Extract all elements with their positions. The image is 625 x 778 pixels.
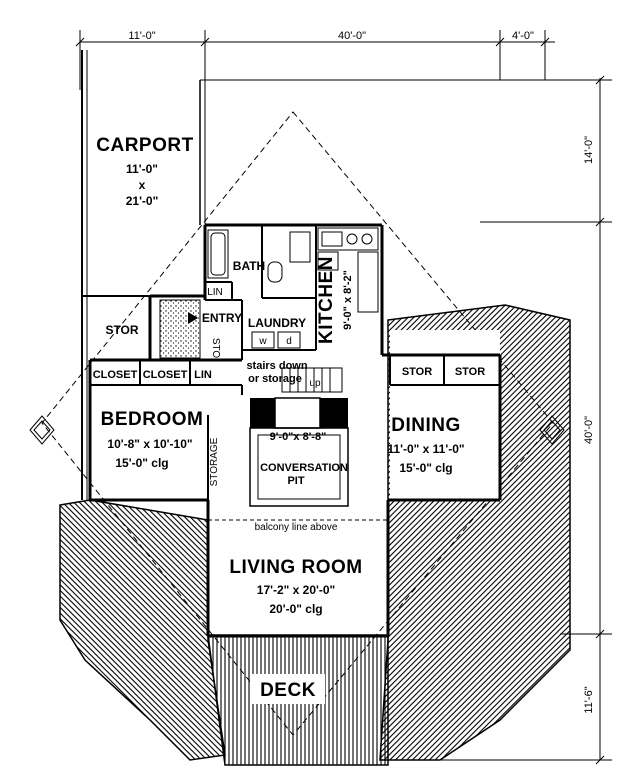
- living-room-size: 17'-2" x 20'-0": [257, 583, 335, 597]
- deck-ornament-right: [539, 415, 565, 445]
- living-room-clg: 20'-0" clg: [269, 602, 322, 616]
- sto-small-label: STO: [210, 338, 221, 359]
- deck-left-wing: [59, 499, 226, 761]
- dim-top-mid: 40'-0": [338, 30, 366, 42]
- entry-floor-stipple: [159, 299, 201, 359]
- bedroom-name: BEDROOM: [101, 409, 204, 430]
- lin-top-label: LIN: [207, 287, 223, 298]
- entry-arrow-icon: [188, 312, 198, 324]
- dim-right-mid: 40'-0": [583, 416, 595, 444]
- storage-label: STORAGE: [209, 437, 220, 486]
- laundry-name: LAUNDRY: [248, 316, 306, 330]
- carport-length: 21'-0": [126, 194, 159, 208]
- conversation-name: CONVERSATION: [260, 462, 348, 474]
- dimension-labels: 11'-0" 40'-0" 4'-0" 14'-0" 40'-0" 11'-6": [128, 30, 595, 714]
- bath-fixtures: [207, 229, 311, 283]
- house-walls: [88, 223, 502, 638]
- lin-mid-label: LIN: [194, 369, 212, 381]
- dim-top-right: 4'-0": [512, 30, 534, 42]
- entry-label: ENTRY: [202, 311, 242, 325]
- bedroom-clg: 15'-0" clg: [115, 456, 168, 470]
- stairs-line-1: stairs down: [246, 360, 307, 372]
- dining-clg: 15'-0" clg: [399, 461, 452, 475]
- bedroom-size: 10'-8" x 10'-10": [107, 437, 192, 451]
- dining-name: DINING: [391, 415, 461, 436]
- room-labels: CARPORT 11'-0" x 21'-0" STOR ENTRY LIN S…: [93, 135, 486, 701]
- stairs-line-2: or storage: [248, 373, 302, 385]
- dining-size: 11'-0" x 11'-0": [387, 442, 464, 456]
- fireplace-left: [250, 398, 275, 428]
- stairs-up: up: [309, 378, 321, 389]
- deck-ornament-left: [29, 415, 55, 445]
- laundry-appliances: [251, 331, 301, 349]
- living-room-name: LIVING ROOM: [229, 557, 362, 578]
- closet-2-label: CLOSET: [143, 369, 188, 381]
- conversation-size: 9'-0"x 8'-8": [270, 431, 327, 443]
- laundry-dryer: d: [286, 336, 292, 347]
- kitchen-fixtures: [317, 227, 379, 313]
- deck-label: DECK: [260, 680, 316, 701]
- conversation-pit: PIT: [287, 475, 304, 487]
- carport-outline: [81, 50, 545, 500]
- laundry-washer: w: [258, 336, 267, 347]
- dim-right-upper: 14'-0": [583, 136, 595, 164]
- carport-width: 11'-0": [126, 162, 158, 176]
- closet-1-label: CLOSET: [93, 369, 138, 381]
- kitchen-name: KITCHEN: [316, 256, 337, 344]
- kitchen-size: 9'-0" x 8'-2": [342, 270, 354, 330]
- stairs-symbol: [281, 367, 343, 393]
- stor-dining-1: STOR: [402, 366, 432, 378]
- bath-label: BATH: [233, 259, 265, 273]
- carport-x: x: [139, 178, 146, 192]
- dim-right-lower: 11'-6": [583, 686, 595, 713]
- deck-label-mask: [250, 674, 325, 704]
- dim-top-left: 11'-0": [128, 30, 155, 42]
- fireplace-hearth: [274, 397, 321, 429]
- carport-name: CARPORT: [96, 135, 193, 156]
- stor-left-label: STOR: [105, 323, 138, 337]
- stor-dining-2: STOR: [455, 366, 485, 378]
- conversation-pit-outline: [249, 427, 349, 507]
- fireplace-right: [320, 398, 348, 428]
- balcony-label: balcony line above: [255, 522, 338, 533]
